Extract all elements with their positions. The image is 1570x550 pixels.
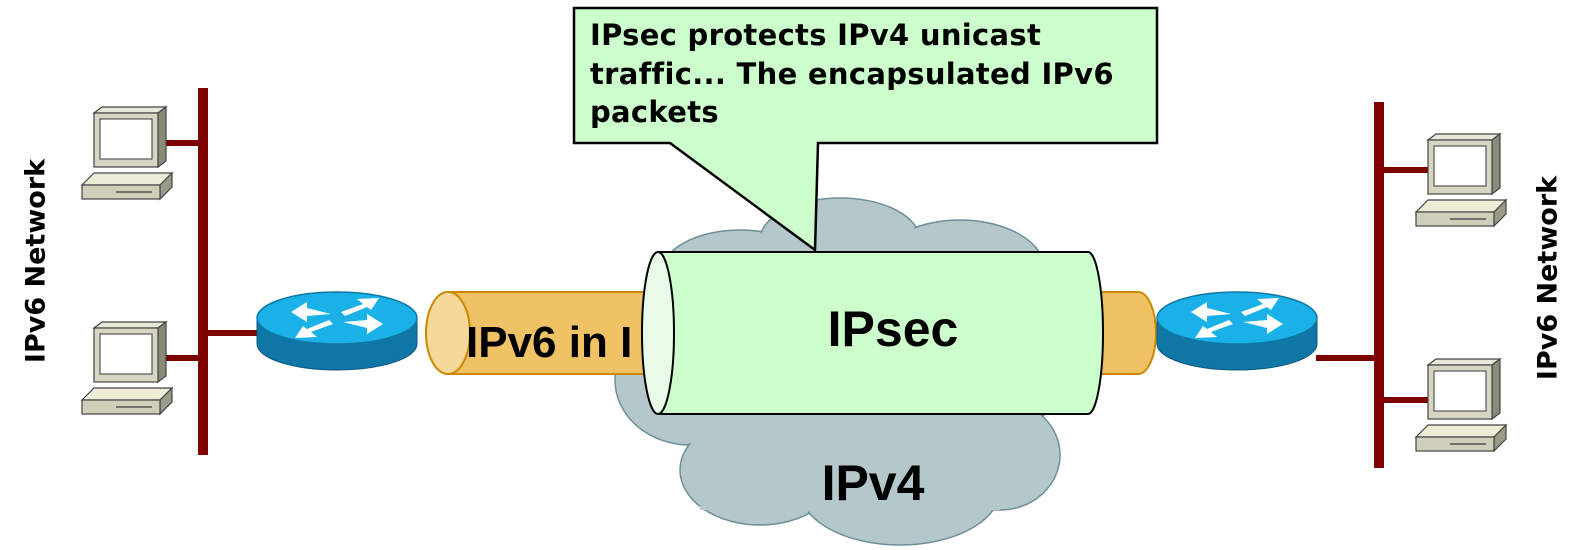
- right-segment: [1316, 102, 1430, 468]
- callout-text: IPsec protects IPv4 unicast traffic... T…: [590, 18, 1114, 129]
- left-network-label: IPv6 Network: [20, 158, 52, 364]
- host-right-bottom-icon: [1415, 358, 1507, 452]
- ipsec-label: IPsec: [828, 301, 959, 357]
- host-left-top-icon: [81, 106, 173, 200]
- cloud-label: IPv4: [822, 455, 925, 511]
- tunnel-label: IPv6 in I: [466, 318, 632, 367]
- ipsec-tunnel: IPsec: [641, 251, 1104, 415]
- router-right-icon: [1156, 291, 1318, 371]
- right-network-label: IPv6 Network: [1532, 175, 1564, 381]
- host-right-top-icon: [1415, 133, 1507, 227]
- host-left-bottom-icon: [81, 321, 173, 415]
- router-left-icon: [256, 291, 418, 371]
- callout-box: [572, 6, 1159, 253]
